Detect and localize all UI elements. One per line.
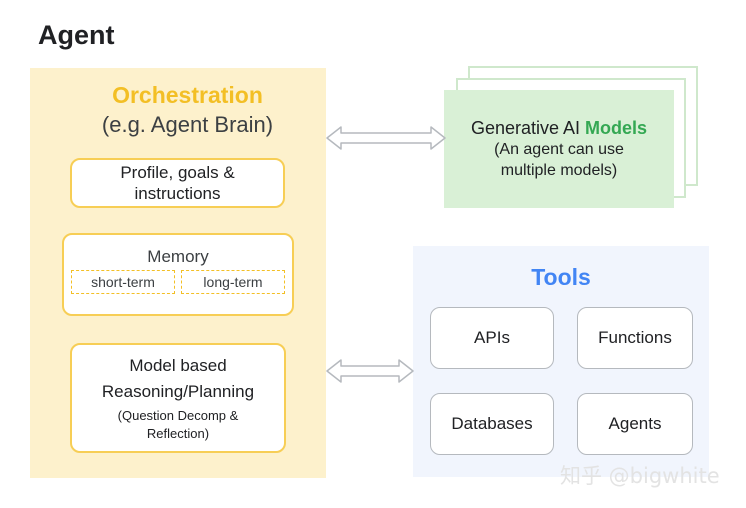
- reasoning-line4: Reflection): [146, 426, 210, 441]
- reasoning-line3: (Question Decomp &: [117, 408, 239, 423]
- tools-title: Tools: [531, 264, 591, 290]
- reasoning-card: Model based Reasoning/Planning (Question…: [70, 343, 286, 453]
- models-heading-accent: Models: [585, 117, 648, 138]
- models-heading: Generative AI Models: [471, 118, 647, 139]
- profile-card: Profile, goals & instructions: [70, 158, 285, 208]
- diagram-title: Agent: [38, 20, 115, 50]
- double-arrow-orchestration-tools: [325, 358, 415, 384]
- tool-apis: APIs: [430, 307, 554, 369]
- reasoning-line2: Reasoning/Planning: [101, 382, 255, 401]
- models-line2: (An agent can use: [494, 140, 624, 158]
- tool-functions: Functions: [577, 307, 693, 369]
- tool-databases: Databases: [430, 393, 554, 455]
- watermark: 知乎 @bigwhite: [560, 464, 720, 488]
- tool-agents: Agents: [577, 393, 693, 455]
- models-line3: multiple models): [500, 161, 618, 179]
- models-heading-prefix: Generative AI: [470, 117, 586, 138]
- memory-types: short-term long-term: [71, 270, 285, 294]
- profile-line2: instructions: [134, 184, 221, 203]
- memory-long-term: long-term: [181, 270, 285, 294]
- memory-short-term: short-term: [71, 270, 175, 294]
- orchestration-title: Orchestration: [112, 82, 263, 108]
- reasoning-line1: Model based: [129, 356, 227, 375]
- double-arrow-orchestration-models: [325, 125, 447, 151]
- orchestration-subtitle: (e.g. Agent Brain): [101, 112, 274, 137]
- memory-label: Memory: [147, 247, 209, 266]
- memory-card: Memory short-term long-term: [62, 233, 294, 316]
- profile-line1: Profile, goals &: [120, 163, 235, 182]
- models-box: Generative AI Models (An agent can use m…: [444, 90, 674, 208]
